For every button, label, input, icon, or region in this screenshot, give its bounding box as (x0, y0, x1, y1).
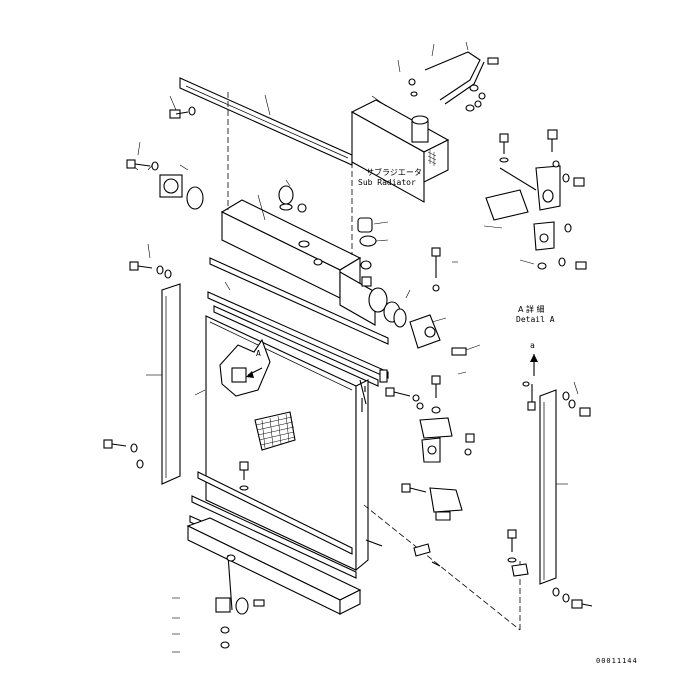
callout-a-label: A (256, 349, 261, 358)
sub-radiator-label-jp: サブラジエータ (366, 167, 422, 177)
drawing-number: 00011144 (596, 657, 638, 665)
left-side-plate (146, 283, 181, 485)
gasket-parts (357, 217, 389, 287)
mesh-grid (427, 150, 437, 166)
detail-a-label-jp: A 詳 細 (518, 304, 545, 314)
hose-fitting (383, 289, 481, 356)
bottom-left-leaders (172, 597, 180, 653)
top-bracket-bar (179, 77, 353, 166)
left-mount-blocks (131, 161, 204, 210)
upper-tank (220, 194, 388, 326)
detail-a-callout: A (219, 338, 271, 397)
bolts-left-top (126, 141, 159, 171)
sub-radiator-label-en: Sub Radiator (358, 178, 416, 187)
right-lower-bolts (507, 529, 593, 609)
upper-seal-strips (207, 257, 389, 387)
arrow-a: a (530, 341, 538, 376)
core-side-bolts (359, 369, 388, 412)
right-side-plate (539, 389, 568, 585)
arrow-a-label: a (530, 341, 535, 350)
center-right-brackets (385, 247, 475, 521)
lower-clips (239, 461, 441, 567)
right-plate-bolts (522, 381, 591, 417)
detail-a-bracket (483, 129, 587, 270)
sub-radiator (350, 51, 485, 203)
bolts-left-mid (103, 243, 172, 469)
bottom-mount (215, 597, 265, 649)
lower-tank (186, 517, 362, 615)
bolt-upper-left (169, 95, 196, 119)
sub-radiator-fittings (371, 41, 499, 112)
detail-a-label-en: Detail A (516, 315, 555, 324)
radiator-cap (278, 179, 307, 213)
